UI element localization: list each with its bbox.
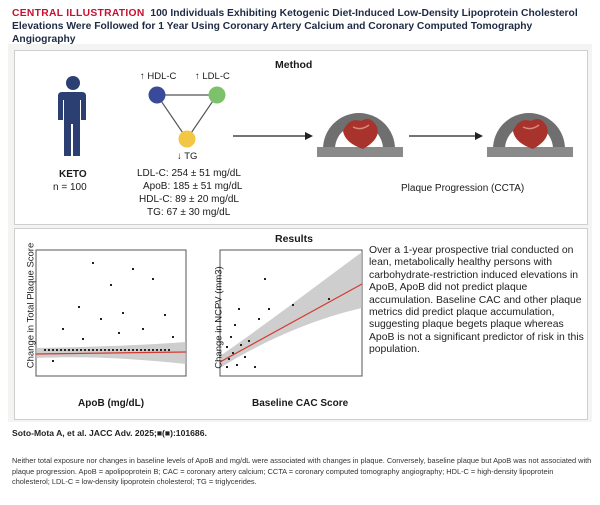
scatter-points <box>226 278 330 368</box>
title-tag: CENTRAL ILLUSTRATION <box>12 8 145 19</box>
plot1-ylabel: Change in Total Plaque Score <box>25 242 37 369</box>
lipid-triangle-diagram <box>148 86 226 148</box>
stat-ldl: LDL-C: 254 ± 51 mg/dL <box>137 168 241 179</box>
method-title: Method <box>275 59 313 71</box>
title-line-2: Elevations Were Followed for 1 Year Usin… <box>12 21 533 45</box>
hdl-label: ↑ HDL-C <box>140 71 177 82</box>
keto-label: KETO <box>59 169 87 180</box>
plaque-progression-label: Plaque Progression (CCTA) <box>401 183 525 194</box>
ct-scanner-heart-icon <box>317 113 403 157</box>
stat-tg: TG: 67 ± 30 mg/dL <box>147 207 231 218</box>
results-summary: Over a 1-year prospective trial conducte… <box>369 245 584 356</box>
footnote: Neither total exposure nor changes in ba… <box>12 456 592 487</box>
plot1-xlabel: ApoB (mg/dL) <box>78 398 145 409</box>
plot2-xlabel: Baseline CAC Score <box>252 398 349 409</box>
scatter-plot-cac <box>219 249 363 377</box>
method-panel: Method KETO n = 100 ↑ HDL-C ↑ LDL-C ↓ TG… <box>14 50 588 225</box>
scatter-plot-apob <box>35 249 187 377</box>
arrow-right-icon <box>409 132 483 140</box>
n-label: n = 100 <box>53 182 87 193</box>
stat-hdl: HDL-C: 89 ± 20 mg/dL <box>139 194 239 205</box>
scatter-points <box>52 262 174 362</box>
arrow-right-icon <box>233 132 313 140</box>
citation: Soto-Mota A, et al. JACC Adv. 2025;■(■):… <box>12 428 207 438</box>
page-title: CENTRAL ILLUSTRATION 100 Individuals Exh… <box>12 7 592 46</box>
ct-scanner-heart-icon <box>487 113 573 157</box>
ldl-label: ↑ LDL-C <box>195 71 230 82</box>
stat-apob: ApoB: 185 ± 51 mg/dL <box>143 181 243 192</box>
tg-label: ↓ TG <box>177 151 198 162</box>
title-line-1: 100 Individuals Exhibiting Ketogenic Die… <box>150 8 578 19</box>
plot2-ylabel: Change in NCPV (mm3) <box>213 266 225 369</box>
results-title: Results <box>275 233 313 245</box>
person-icon <box>58 76 86 156</box>
header: CENTRAL ILLUSTRATION 100 Individuals Exh… <box>0 0 600 45</box>
